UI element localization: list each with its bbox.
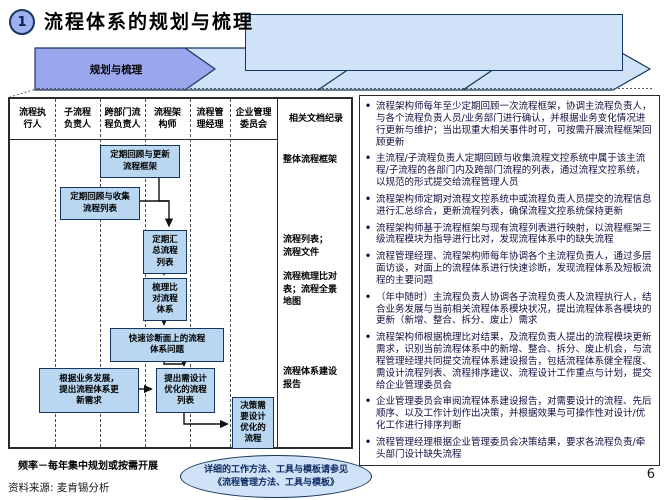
section-number-badge: 1 xyxy=(9,9,35,35)
flow-box-update-needs: 根据业务发展， 提出流程体系更 新需求 xyxy=(39,368,139,413)
callout-line2: 《流程管理方法、工具与模板》 xyxy=(212,477,339,488)
highlight-callout-box xyxy=(245,14,623,71)
note-bullet: • 流程架构师定期对流程文控系统中或流程负责人员提交的流程信息进行汇总综合，更新流… xyxy=(365,194,653,218)
phase-label: 规划与梳理 xyxy=(89,63,143,76)
flow-box-collect-process-list: 定期回顾与收集 流程列表 xyxy=(60,187,140,220)
document-item: 流程梳理比对 表；流程全景 地图 xyxy=(283,272,338,308)
swimlane-header-executor: 流程执 行人 xyxy=(18,107,46,130)
bullet-icon: • xyxy=(365,332,372,344)
swimlane-header-committee: 企业管理 委员会 xyxy=(235,107,272,130)
frequency-note: 频率－每年集中规划或按需开展 xyxy=(18,461,158,472)
flow-box-optimize-list: 提出需设计 优化的流程 列表 xyxy=(156,368,215,413)
flow-box-review-update-framework: 定期回顾与更新 流程框架 xyxy=(100,145,180,178)
note-bullet: • 流程架构师根据梳理比对结果，及流程负责人提出的流程模块更新需求，识别当前流程体… xyxy=(365,332,653,392)
bullet-icon: • xyxy=(365,101,372,112)
document-item: 流程列表； 流程文件 xyxy=(283,235,329,258)
swimlane-header-documents: 相关文档纪录 xyxy=(288,113,343,124)
document-item: 流程体系建设 报告 xyxy=(283,367,338,390)
swimlane-header-architect: 流程架 构师 xyxy=(153,107,181,130)
note-bullet: • 流程架构师基于流程框架与现有流程列表进行映射，以流程框架三级流程模块为指导进行… xyxy=(365,223,653,247)
note-text: 流程架构师根据梳理比对结果，及流程负责人提出的流程模块更新需求，识别当前流程体系… xyxy=(376,332,652,391)
header-underline xyxy=(10,139,277,140)
note-bullet: • （年中随时）主流程负责人协调各子流程负责人及流程执行人，结合业务发展与当前相关… xyxy=(365,292,653,328)
note-bullet: • 流程架构师每年至少定期回顾一次流程框架，协调主流程负责人，与各个流程负责人员/… xyxy=(365,101,653,149)
bullet-icon: • xyxy=(365,291,372,303)
note-text: 企业管理委员会审阅流程体系建设报告，对需要设计的流程、先后顺序、以及工作计划作出… xyxy=(376,396,652,432)
column-divider xyxy=(100,99,101,447)
expansion-dashed-line xyxy=(9,88,39,98)
flow-box-quick-diagnosis: 快速诊断面上的流程 体系问题 xyxy=(110,328,224,362)
note-bullet: • 企业管理委员会审阅流程体系建设报告，对需要设计的流程、先后顺序、以及工作计划作… xyxy=(365,396,653,432)
flow-box-committee-decision: 决策需 要设计 优化的 流程 xyxy=(232,397,274,449)
page-number: 6 xyxy=(646,467,655,482)
column-divider xyxy=(190,99,191,447)
note-bullet: • 主流程/子流程负责人定期回顾与收集流程文控系统中属于该主流程/子流程的各部门内… xyxy=(365,153,653,189)
note-bullet: • 流程管理经理根据企业管理委员会决策结果，要求各流程负责/牵头部门设计缺失流程 xyxy=(365,437,653,461)
flow-box-compare-system: 梳理比 对流程 体系 xyxy=(143,278,187,321)
notes-panel: • 流程架构师每年至少定期回顾一次流程框架，协调主流程负责人，与各个流程负责人员/… xyxy=(359,95,660,466)
note-text: 流程管理经理、流程架构师每年协调各个主流程负责人，通过多层面访谈，对面上的流程体… xyxy=(376,251,652,286)
callout-line1: 详细的工作方法、工具与模板请参见 xyxy=(203,464,348,475)
column-divider xyxy=(55,99,56,447)
phase-chevron-active xyxy=(34,47,217,91)
bullet-icon: • xyxy=(365,396,372,408)
bullet-icon: • xyxy=(365,436,372,448)
note-text: 主流程/子流程负责人定期回顾与收集流程文控系统中属于该主流程/子流程的各部门内及… xyxy=(376,153,646,189)
page-title: 流程体系的规划与梳理 xyxy=(44,11,255,33)
flow-box-summarize-list: 定期汇 总流程 列表 xyxy=(143,230,187,274)
swimlane-header-subowner: 子流程 负责人 xyxy=(63,107,91,130)
bullet-icon: • xyxy=(365,251,372,263)
documents-column-divider xyxy=(277,99,278,447)
note-text: 流程架构师定期对流程文控系统中或流程负责人员提交的流程信息进行汇总综合，更新流程… xyxy=(376,193,652,217)
swimlane-header-manager: 流程管 理经理 xyxy=(196,107,224,130)
reference-callout-ellipse: 详细的工作方法、工具与模板请参见 《流程管理方法、工具与模板》 xyxy=(180,455,372,498)
note-bullet: • 流程管理经理、流程架构师每年协调各个主流程负责人，通过多层面访谈，对面上的流程… xyxy=(365,251,653,287)
source-note: 资料来源: 麦肯锡分析 xyxy=(8,482,110,494)
note-text: 流程架构师每年至少定期回顾一次流程框架，协调主流程负责人，与各个流程负责人员/业… xyxy=(376,101,652,148)
swimlane-header-crossdept: 跨部门流 程负责人 xyxy=(104,107,141,130)
bullet-icon: • xyxy=(365,222,372,234)
note-text: 流程管理经理根据企业管理委员会决策结果，要求各流程负责/牵头部门设计缺失流程 xyxy=(376,436,646,460)
bullet-icon: • xyxy=(365,193,372,205)
column-divider xyxy=(230,99,231,447)
note-text: （年中随时）主流程负责人协调各子流程负责人及流程执行人，结合业务发展与当前相关流… xyxy=(376,291,652,327)
document-item: 整体流程框架 xyxy=(283,155,338,165)
bullet-icon: • xyxy=(365,153,372,165)
note-text: 流程架构师基于流程框架与现有流程列表进行映射，以流程框架三级流程模块为指导进行比… xyxy=(376,222,652,246)
